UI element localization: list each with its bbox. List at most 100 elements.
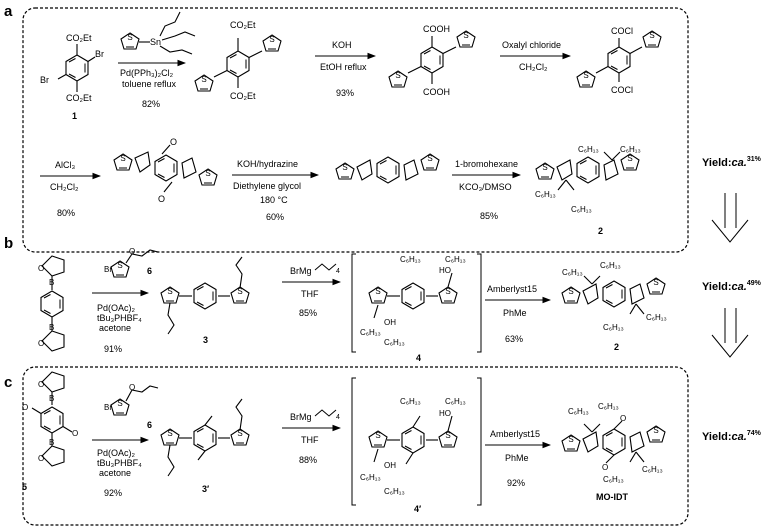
b-br: Br (104, 265, 112, 274)
b3-reagent-1: Amberlyst15 (487, 284, 537, 294)
b-hex-4: C₆H₁₃ (646, 313, 667, 322)
compound-boronic-ester-b (40, 255, 65, 352)
cocl-top: COCl (611, 26, 633, 36)
c4-ho: HO (439, 409, 451, 418)
idt-product-2b (561, 275, 666, 315)
b-o-2: O (38, 339, 44, 348)
diacid-cooh-top: COOH (423, 24, 450, 34)
mo-ome-bottom: O (602, 463, 608, 472)
c1-reagent-3: acetone (99, 468, 131, 478)
b-reagent-number: 6 (147, 266, 152, 276)
b4-hex-3: C₆H₁₃ (360, 328, 381, 337)
yield-a: Yield:ca.31% (702, 156, 762, 169)
down-arrow-2 (711, 308, 749, 358)
b1-yield: 91% (104, 344, 122, 354)
compound-2a-number: 2 (598, 226, 603, 236)
dione-o-top: O (170, 137, 177, 147)
b4-ho: HO (439, 266, 451, 275)
panel-c-label: c (4, 374, 12, 391)
b1-reagent-2: tBu₃PHBF₄ (97, 313, 142, 323)
b3-reagent-2: PhMe (503, 308, 527, 318)
bracket-4p-left (351, 377, 356, 506)
b4-hex-2: C₆H₁₃ (445, 255, 466, 264)
a2-reagent-2: EtOH reflux (320, 62, 367, 72)
compound-1-number: 1 (72, 111, 77, 121)
compound-4-number: 4 (416, 353, 421, 363)
compound-4p-number: 4′ (414, 504, 421, 514)
c3-reagent-2: PhMe (505, 453, 529, 463)
b-o-ester: O (129, 247, 135, 256)
a1-reagent-2: toluene reflux (122, 79, 177, 89)
a4-reagent-2: CH₂Cl₂ (50, 182, 79, 192)
b4-hex-4: C₆H₁₃ (384, 338, 405, 347)
c3-yield: 92% (507, 478, 525, 488)
c5-o-2: O (38, 454, 44, 463)
bromothiophene-ester-c (110, 385, 159, 416)
indacenodithiophene (335, 153, 440, 184)
c4-oh: OH (384, 461, 396, 470)
a4-reagent-1: AlCl₃ (55, 160, 76, 170)
compound-2b-number: 2 (614, 342, 619, 352)
c1-reagent-1: Pd(OAc)₂ (97, 448, 136, 458)
c4-hex-3: C₆H₁₃ (360, 473, 381, 482)
bracket-4p-right (477, 377, 482, 506)
dione-o-bottom: O (158, 194, 165, 204)
yield-b: Yield:ca.49% (702, 280, 762, 293)
compound-4 (368, 272, 458, 319)
c-br: Br (104, 403, 112, 412)
c4-hex-2: C₆H₁₃ (445, 397, 466, 406)
b4-hex-1: C₆H₁₃ (400, 255, 421, 264)
a1-yield: 82% (142, 99, 160, 109)
c5-boron-bottom: B (49, 438, 54, 447)
indacenodithiophene-dione (113, 144, 218, 193)
c1-br-right: Br (95, 49, 104, 59)
compound-4-prime (368, 415, 458, 465)
mo-hex-2: C₆H₁₃ (598, 402, 619, 411)
diester-bithiophene (194, 34, 282, 92)
a-hex-3: C₆H₁₃ (535, 190, 556, 199)
b2-yield: 85% (299, 308, 317, 318)
compound-3-prime (160, 398, 250, 477)
diacid (388, 30, 476, 88)
a-hex-4: C₆H₁₃ (571, 205, 592, 214)
diester-co2et-bottom: CO₂Et (230, 91, 256, 101)
b1-reagent-1: Pd(OAc)₂ (97, 303, 136, 313)
a2-yield: 93% (336, 88, 354, 98)
c1-br-left: Br (40, 75, 49, 85)
compound-3 (160, 256, 250, 335)
b1-reagent-3: acetone (99, 323, 131, 333)
c1-co2et-top: CO₂Et (66, 33, 92, 43)
c5-boron-top: B (49, 394, 54, 403)
c4-hex-4: C₆H₁₃ (384, 487, 405, 496)
compound-5 (31, 371, 73, 467)
down-arrow-1 (711, 193, 749, 243)
a5-reagent-3: 180 °C (260, 195, 288, 205)
panel-a-label: a (4, 3, 13, 20)
c-reagent-number: 6 (147, 420, 152, 430)
mo-idt-product (561, 420, 666, 464)
diester-co2et-top: CO₂Et (230, 20, 256, 30)
c1-co2et-bottom: CO₂Et (66, 93, 92, 103)
diacid-cooh-bottom: COOH (423, 87, 450, 97)
b-hex-2: C₆H₁₃ (600, 261, 621, 270)
cocl-bottom: COCl (611, 85, 633, 95)
b-boron-bottom: B (49, 323, 54, 332)
b2-alkyl-chain (314, 263, 337, 271)
stannylthiophene (120, 11, 196, 55)
a-hex-2: C₆H₁₃ (620, 145, 641, 154)
mo-ome-top: O (620, 414, 626, 423)
a-hex-1: C₆H₁₃ (578, 145, 599, 154)
a5-reagent-1: KOH/hydrazine (237, 159, 298, 169)
panel-a-frame (22, 7, 689, 253)
b2-reagent-2: THF (301, 289, 319, 299)
bracket-4-right (477, 253, 482, 353)
a5-reagent-2: Diethylene glycol (233, 181, 301, 191)
compound-3p-number: 3′ (202, 484, 209, 494)
a3-reagent-2: CH₂Cl₂ (519, 62, 548, 72)
bromothiophene-ester-b (110, 249, 159, 278)
b-o-1: O (38, 264, 44, 273)
c5-ome-2: O (72, 429, 78, 438)
c1-reagent-2: tBu₃PHBF₄ (97, 458, 142, 468)
a3-reagent-1: Oxalyl chloride (502, 40, 561, 50)
